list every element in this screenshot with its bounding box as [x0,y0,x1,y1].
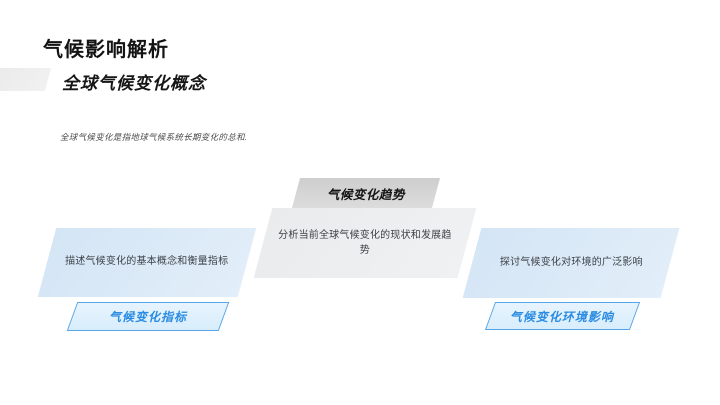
flow-left-label-box: 气候变化指标 [66,302,230,331]
flow-right-label-text: 气候变化环境影响 [510,309,615,324]
flow-left-body-box: 描述气候变化的基本概念和衡量指标 [37,228,257,297]
flow-right-body-box: 探讨气候变化对环境的广泛影响 [462,228,680,298]
flow-left-body-text: 描述气候变化的基本概念和衡量指标 [65,256,229,268]
subtitle-accent-bar [0,68,52,91]
flow-center-body-box: 分析当前全球气候变化的现状和发展趋势 [253,208,477,278]
flow-right-body-text: 探讨气候变化对环境的广泛影响 [499,256,643,268]
slide-subtitle: 全球气候变化概念 [62,74,206,93]
flow-center-header-label: 气候变化趋势 [326,187,405,202]
intro-text: 全球气候变化是指地球气候系统长期变化的总和. [60,132,248,142]
flow-center-body-text: 分析当前全球气候变化的现状和发展趋势 [278,229,452,256]
flow-left-label-text: 气候变化指标 [108,310,187,324]
flow-right-label-box: 气候变化环境影响 [484,302,641,330]
slide-title: 气候影响解析 [43,39,169,61]
flow-center-header: 气候变化趋势 [291,178,441,208]
